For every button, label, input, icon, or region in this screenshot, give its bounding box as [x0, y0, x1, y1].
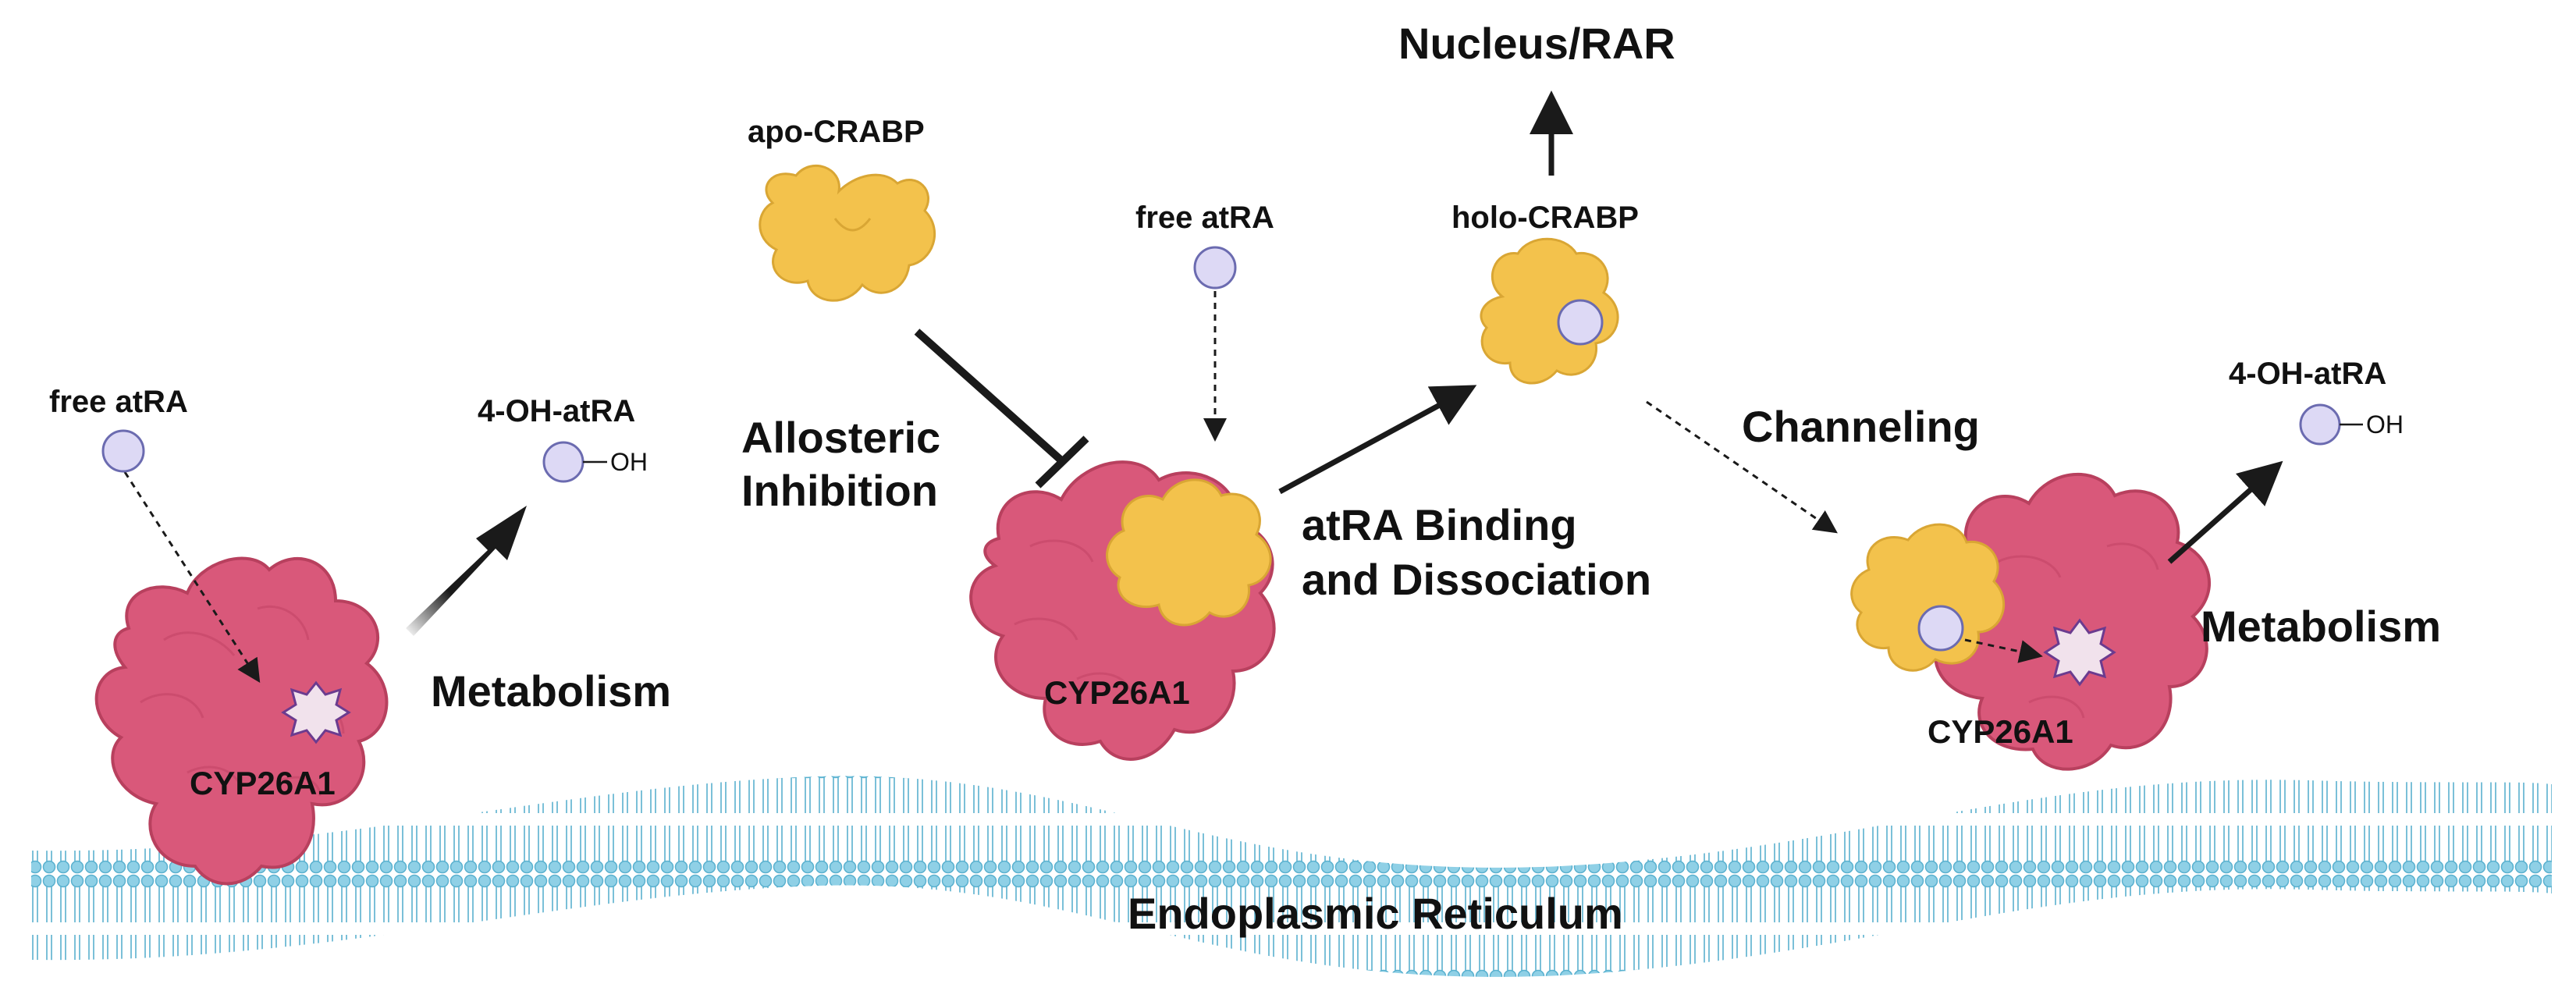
active-site-right-icon [2043, 618, 2116, 687]
channel-transfer-arrow [1964, 638, 2043, 663]
cyp-center-label: CYP26A1 [1044, 674, 1190, 711]
oh-atra-left-label: 4-OH-atRA [478, 394, 635, 428]
apo-crabp-label: apo-CRABP [748, 115, 925, 149]
active-site-left-icon [281, 680, 351, 744]
holo-crabp-atra-icon [1557, 299, 1604, 346]
metabolism-left-label: Metabolism [431, 666, 671, 716]
free-atra-left-icon [101, 429, 145, 473]
free-atra-center-icon [1193, 246, 1237, 290]
oh-group-right-label: OH [2366, 410, 2404, 439]
atra-entry-left-arrow [123, 471, 261, 684]
free-atra-left-label: free atRA [49, 385, 188, 419]
bound-crabp-right [1850, 523, 2006, 672]
inhibition-arrow [914, 329, 1089, 488]
metabolism-left-arrow [406, 506, 527, 636]
er-membrane [31, 776, 2552, 977]
channeling-arrow [1646, 400, 1838, 534]
allosteric-label-2: Inhibition [741, 466, 938, 515]
allosteric-label-1: Allosteric [741, 413, 940, 462]
cyp-left-label: CYP26A1 [190, 765, 336, 801]
right-enzyme [1920, 472, 2211, 771]
metabolism-right-label: Metabolism [2201, 602, 2441, 651]
cyp-right-label: CYP26A1 [1928, 713, 2073, 750]
holo-crabp-label: holo-CRABP [1451, 201, 1639, 235]
holo-crabp-protein [1480, 237, 1619, 385]
er-label: Endoplasmic Reticulum [1128, 889, 1623, 938]
channeling-label: Channeling [1742, 402, 1980, 451]
binding-label-2: and Dissociation [1302, 555, 1651, 604]
nucleus-rar-label: Nucleus/RAR [1398, 19, 1675, 68]
bound-crabp-center [1106, 478, 1272, 627]
oh-atra-left-icon [542, 441, 584, 483]
oh-group-left-label: OH [610, 448, 648, 476]
binding-arrow [1278, 385, 1477, 495]
binding-label-1: atRA Binding [1302, 500, 1577, 549]
oh-atra-right-icon [2299, 403, 2341, 446]
oh-atra-right-label: 4-OH-atRA [2229, 357, 2386, 391]
apo-crabp-protein [759, 164, 936, 302]
free-atra-center-label: free atRA [1135, 201, 1274, 235]
channeled-atra-icon [1917, 605, 1964, 652]
metabolism-right-arrow [2167, 460, 2283, 564]
